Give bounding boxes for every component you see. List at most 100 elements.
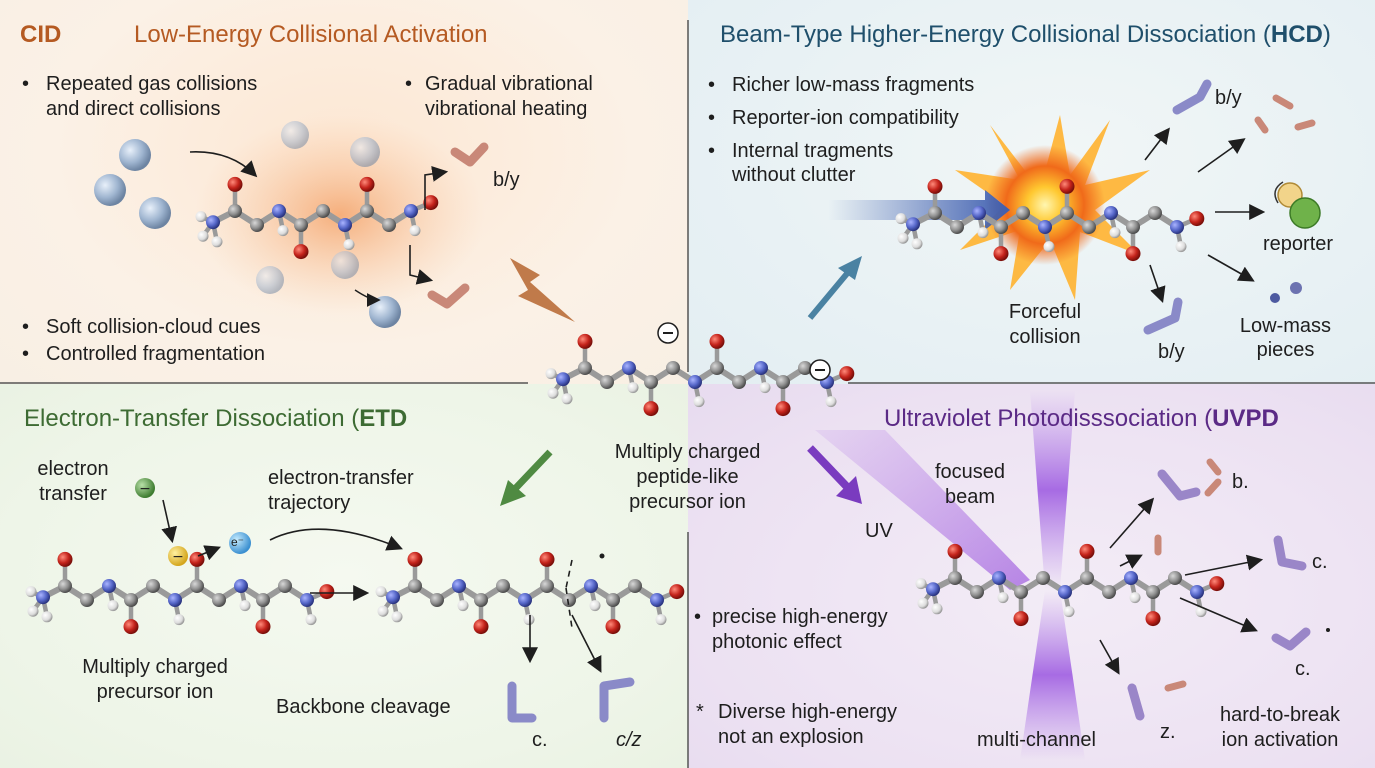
oxygen-atom bbox=[947, 543, 963, 559]
nitrogen-atom bbox=[926, 582, 940, 597]
nitrogen-atom bbox=[556, 372, 570, 387]
nitrogen-atom bbox=[650, 593, 664, 607]
hydrogen-atom bbox=[375, 586, 387, 598]
uvpd-label-z: z. bbox=[1160, 721, 1176, 743]
carbon-atom bbox=[316, 204, 330, 218]
hydrogen-atom bbox=[107, 600, 119, 612]
carbon-atom bbox=[710, 361, 724, 375]
center-label-3: precursor ion bbox=[629, 491, 746, 513]
oxygen-atom bbox=[927, 178, 943, 194]
etd-trajectory-1: electron-transfer bbox=[268, 467, 414, 489]
nitrogen-atom bbox=[1058, 585, 1072, 599]
nitrogen-atom bbox=[1170, 220, 1184, 234]
hcd-label-lowmass-2: pieces bbox=[1256, 339, 1315, 361]
electron-donor bbox=[135, 478, 155, 498]
carbon-atom bbox=[496, 579, 510, 593]
hydrogen-atom bbox=[931, 603, 943, 615]
uvpd-bullet2-line1: Diverse high-energy bbox=[718, 701, 897, 723]
nitrogen-atom bbox=[1124, 571, 1138, 585]
carbon-atom bbox=[928, 206, 942, 220]
hcd-abbr: HCD bbox=[1270, 21, 1323, 48]
nitrogen-atom bbox=[272, 204, 286, 218]
cid-bullet-right-line1: Gradual vibrational bbox=[425, 73, 593, 95]
uvpd-label-c1: c. bbox=[1312, 551, 1328, 573]
collision-burst bbox=[955, 115, 1150, 300]
uvpd-bullet1-line2: photonic effect bbox=[712, 631, 842, 653]
svg-text:−: − bbox=[139, 481, 151, 497]
nitrogen-atom bbox=[754, 361, 768, 375]
carbon-atom bbox=[562, 593, 576, 607]
oxygen-atom bbox=[1013, 611, 1029, 627]
hydrogen-atom bbox=[977, 227, 989, 239]
fragments bbox=[427, 79, 1316, 723]
hcd-label-by-top: b/y bbox=[1215, 87, 1242, 109]
oxygen-atom bbox=[1079, 543, 1095, 559]
hcd-collision-line1: Forceful bbox=[1008, 301, 1082, 323]
carbon-atom bbox=[474, 593, 488, 607]
etd-label-c: c. bbox=[532, 729, 548, 751]
arrow-to-hcd bbox=[807, 268, 853, 320]
carbon-atom bbox=[408, 579, 422, 593]
carbon-atom bbox=[294, 218, 308, 232]
uv-beam-diagonal bbox=[815, 430, 1030, 590]
etd-trajectory-2: trajectory bbox=[268, 492, 351, 514]
hydrogen-atom bbox=[655, 614, 667, 626]
hydrogen-atom bbox=[545, 368, 557, 380]
nitrogen-atom bbox=[36, 590, 50, 605]
hydrogen-atom bbox=[589, 600, 601, 612]
nitrogen-atom bbox=[452, 579, 466, 593]
oxygen-atom bbox=[255, 619, 271, 635]
carbon-atom bbox=[732, 375, 746, 389]
hydrogen-atom bbox=[895, 213, 907, 225]
cid-bullet-top-dot: • bbox=[22, 73, 30, 95]
carbon-atom bbox=[606, 593, 620, 607]
uvpd-uv: UV bbox=[865, 520, 893, 542]
etd-electron-1: electron bbox=[37, 458, 109, 480]
cid-bullet-top-line1: Repeated gas collisions bbox=[46, 73, 258, 95]
carbon-atom bbox=[948, 571, 962, 585]
cid-title: Low-Energy Collisional Activation bbox=[134, 21, 488, 48]
electron-blue bbox=[229, 532, 251, 554]
nitrogen-atom bbox=[300, 593, 314, 607]
oxygen-atom bbox=[1125, 246, 1141, 262]
carbon-atom bbox=[950, 220, 964, 234]
hydrogen-atom bbox=[1109, 227, 1121, 239]
nitrogen-atom bbox=[622, 361, 636, 375]
hydrogen-atom bbox=[759, 382, 771, 394]
cid-bullet-bottom-2: Controlled fragmentation bbox=[46, 343, 266, 365]
reporter-ion-b bbox=[1289, 197, 1321, 229]
cid-abbr: CID bbox=[20, 21, 62, 48]
carbon-atom bbox=[1082, 220, 1096, 234]
hydrogen-atom bbox=[27, 605, 39, 617]
oxygen-atom bbox=[669, 584, 685, 600]
cid-fragment-label: b/y bbox=[493, 169, 520, 191]
hcd-bullet-3: Internal tragments bbox=[732, 140, 894, 162]
carbon-atom bbox=[644, 375, 658, 389]
nitrogen-atom bbox=[584, 579, 598, 593]
oxygen-atom bbox=[319, 584, 335, 600]
hydrogen-atom bbox=[693, 396, 705, 408]
oxygen-atom bbox=[473, 619, 489, 635]
uv-beam-vertical-bottom bbox=[1020, 590, 1085, 760]
nitrogen-atom bbox=[168, 593, 182, 607]
nitrogen-atom bbox=[206, 215, 220, 230]
nitrogen-atom bbox=[992, 571, 1006, 585]
hydrogen-atom bbox=[627, 382, 639, 394]
hydrogen-atom bbox=[277, 225, 289, 237]
oxygen-atom bbox=[123, 619, 139, 635]
carbon-atom bbox=[1148, 206, 1162, 220]
oxygen-atom bbox=[407, 551, 423, 567]
etd-cleaved-peptide bbox=[375, 551, 685, 635]
oxygen-atom bbox=[577, 333, 593, 349]
carbon-atom bbox=[256, 593, 270, 607]
oxygen-atom bbox=[709, 333, 725, 349]
carbon-atom bbox=[578, 361, 592, 375]
cid-bullet-right-line2: vibrational heating bbox=[425, 98, 588, 120]
hcd-label-by-bottom: b/y bbox=[1158, 341, 1185, 363]
oxygen-atom bbox=[359, 176, 375, 192]
oxygen-atom bbox=[993, 246, 1009, 262]
hydrogen-atom bbox=[409, 225, 421, 237]
svg-text:−: − bbox=[172, 549, 184, 565]
hydrogen-atom bbox=[391, 611, 403, 623]
cid-bullet-bottom-dot-1: • bbox=[22, 316, 30, 338]
